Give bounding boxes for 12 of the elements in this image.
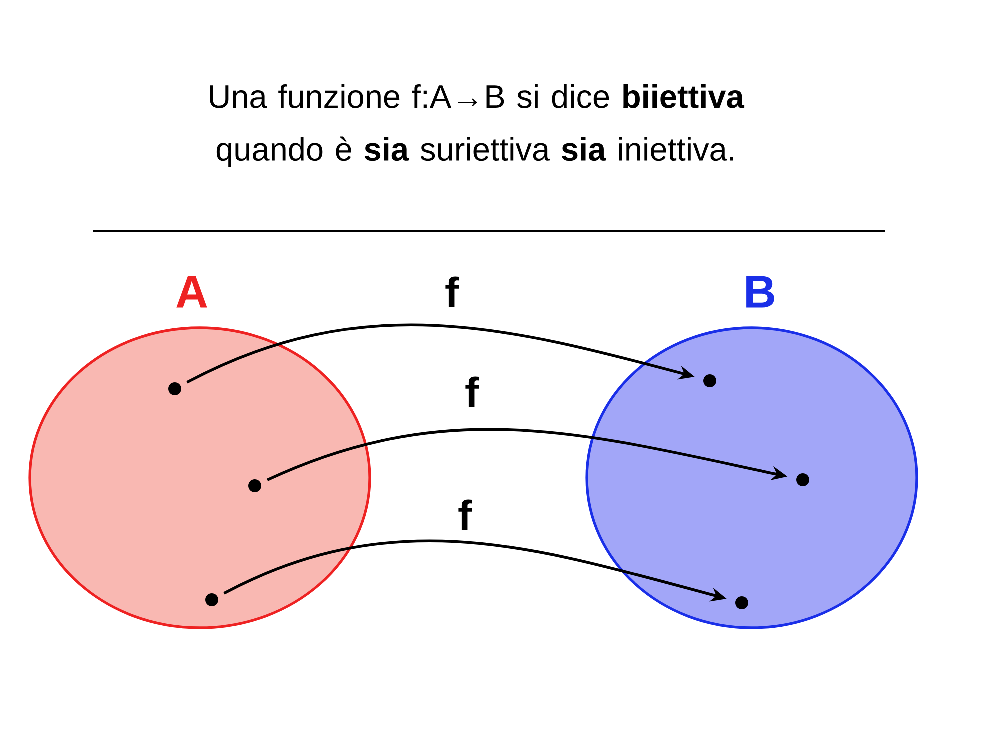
edge-label: f	[458, 500, 472, 530]
set-label: B	[746, 276, 774, 308]
edge-label: f	[466, 376, 480, 408]
point-dot	[704, 374, 716, 388]
point-dot	[168, 382, 182, 396]
title-text: Una funzione f:A→B si dice biiettiva quando è sia suriettiva sia iniettiva.	[210, 84, 745, 168]
point-dot	[206, 594, 218, 606]
point-dot	[796, 474, 810, 486]
point-dot	[736, 596, 748, 610]
point-dot	[248, 480, 262, 492]
edge-label: f	[446, 276, 460, 308]
set-label: A	[176, 276, 208, 308]
